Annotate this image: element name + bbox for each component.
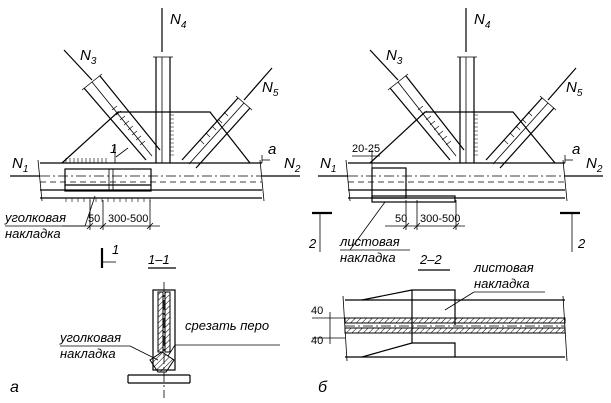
n2-label-b: N2 bbox=[586, 155, 603, 175]
splice-label-line2: накладка bbox=[5, 226, 61, 241]
n1-label-b: N1 bbox=[320, 155, 336, 175]
n3-arrow-b bbox=[369, 49, 399, 81]
panel-b: N4 N3 N5 N1 N2 a 20-25 50 300-500 листов… bbox=[308, 8, 603, 396]
right-diagonal bbox=[181, 95, 253, 169]
section-splice-label-b-line1: листовая bbox=[473, 260, 534, 275]
gusset-plate-b bbox=[369, 111, 556, 164]
splice-label-b-line1: листовая bbox=[339, 234, 400, 249]
section-2-2-title: 2–2 bbox=[419, 252, 442, 267]
gusset-plate bbox=[61, 111, 251, 164]
dimension-lines bbox=[62, 200, 160, 230]
bottom-chord-b bbox=[345, 159, 568, 202]
cut-mark-small: 1 bbox=[110, 141, 117, 156]
splice-label-b-line2: накладка bbox=[340, 250, 396, 265]
n3-label-b: N3 bbox=[386, 47, 403, 67]
dim-gap-b: 50 bbox=[395, 213, 407, 225]
vertical-member-b bbox=[457, 56, 478, 163]
left-diagonal-b bbox=[387, 73, 465, 161]
section-1-1-view bbox=[127, 282, 191, 398]
section-splice-label-line1: уголковая bbox=[59, 330, 121, 345]
angle-splice bbox=[64, 168, 152, 192]
dim-gap: 50 bbox=[88, 213, 100, 225]
section-1-1-title: 1–1 bbox=[148, 252, 170, 267]
panel-a-letter: а bbox=[10, 379, 19, 396]
panel-b-letter: б bbox=[318, 379, 328, 396]
section-splice-label-b-line2: накладка bbox=[474, 276, 530, 291]
n3-label: N3 bbox=[80, 47, 97, 67]
section-tag-a-b: a bbox=[572, 141, 580, 158]
n3-arrow bbox=[63, 49, 93, 81]
n2-label: N2 bbox=[284, 155, 301, 175]
dim-40-top: 40 bbox=[311, 305, 323, 317]
chord-weld bbox=[65, 158, 151, 202]
panel-a: N4 N3 N5 N1 N2 a 1 50 300-500 уголковая … bbox=[4, 8, 301, 398]
dim-40-bottom: 40 bbox=[311, 335, 323, 347]
n5-arrow bbox=[243, 67, 273, 101]
n4-label: N4 bbox=[170, 11, 187, 31]
section-2-2-view bbox=[342, 289, 568, 362]
plate-splice bbox=[371, 167, 407, 199]
n1-label: N1 bbox=[12, 155, 28, 175]
cut-mark-lower: 1 bbox=[112, 242, 119, 257]
section-splice-label-line2: накладка bbox=[60, 346, 116, 361]
n4-label-b: N4 bbox=[474, 11, 491, 31]
section-tag-a: a bbox=[268, 141, 276, 158]
right-diagonal-b bbox=[485, 95, 557, 169]
n5-label-b: N5 bbox=[566, 79, 583, 99]
dimension-lines-b bbox=[385, 200, 465, 230]
n5-arrow-b bbox=[547, 67, 577, 101]
cut-mark-right: 2 bbox=[577, 236, 586, 251]
dim-splice: 300-500 bbox=[108, 213, 148, 225]
dim-splice-b: 300-500 bbox=[420, 213, 460, 225]
dim-gap-top: 20-25 bbox=[352, 143, 380, 155]
splice-label-line1: уголковая bbox=[4, 210, 66, 225]
n5-label: N5 bbox=[262, 79, 279, 99]
vertical-member bbox=[153, 56, 174, 163]
left-diagonal bbox=[81, 73, 161, 161]
trim-label: срезать перо bbox=[185, 318, 269, 333]
cut-mark-left: 2 bbox=[308, 236, 317, 251]
